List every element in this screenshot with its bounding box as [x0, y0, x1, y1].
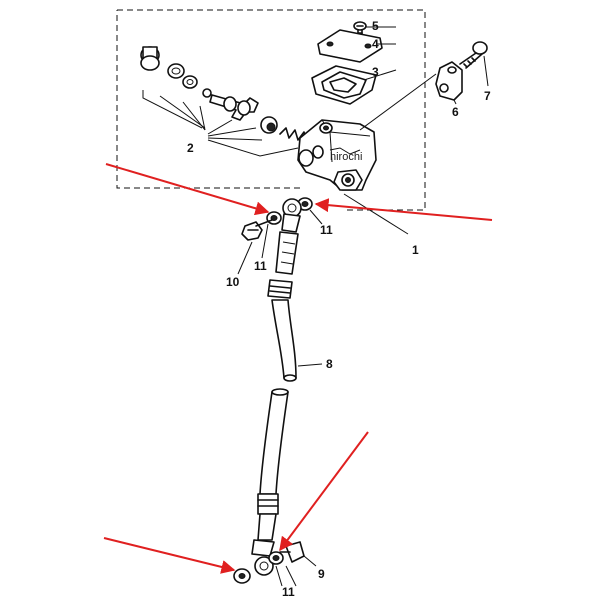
callout-11-upper-right: 11 — [320, 223, 333, 237]
callout-8: 8 — [326, 357, 333, 371]
callout-5: 5 — [372, 19, 379, 33]
arrow-lower-right — [279, 431, 369, 552]
clamp-and-bolt — [359, 41, 489, 131]
brake-hose — [257, 231, 323, 541]
reservoir-cap-parts — [311, 21, 397, 105]
piston-kit-parts — [140, 46, 314, 157]
callout-6: 6 — [452, 105, 459, 119]
master-cylinder-body — [297, 119, 377, 191]
callout-7: 7 — [484, 89, 491, 103]
arrow-upper-left — [105, 163, 270, 216]
assembly-boundary — [116, 9, 426, 211]
lower-banjo-fitting — [233, 539, 317, 587]
callout-11-lower: 11 — [282, 585, 295, 599]
upper-banjo-fitting — [237, 193, 409, 275]
arrow-upper-right — [314, 198, 493, 221]
callout-10: 10 — [226, 275, 240, 289]
watermark-text: hirochi — [330, 151, 362, 163]
callout-3: 3 — [372, 65, 379, 79]
callout-11-upper-left: 11 — [254, 259, 267, 273]
callout-4: 4 — [372, 37, 379, 51]
callout-2: 2 — [187, 141, 194, 155]
callout-1: 1 — [412, 243, 419, 257]
callout-9: 9 — [318, 567, 325, 581]
arrow-lower-left — [103, 537, 236, 574]
